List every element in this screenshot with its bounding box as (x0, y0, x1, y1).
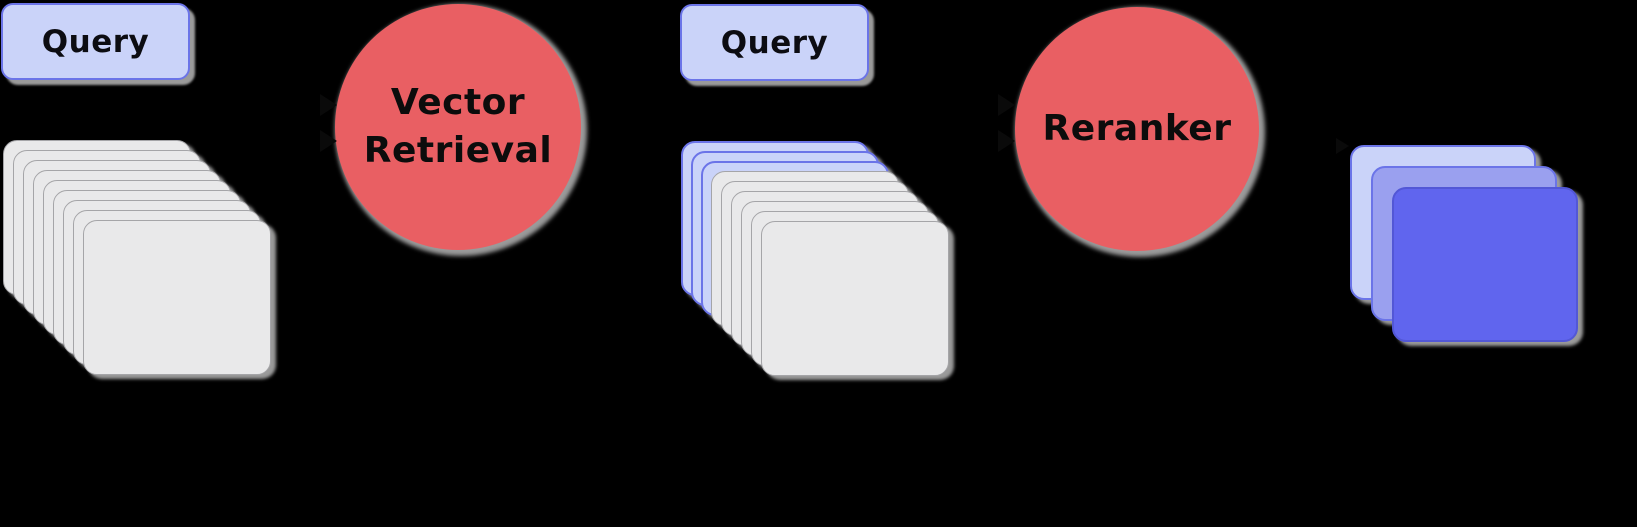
document-card (761, 221, 949, 376)
arrow-reranker-to-result-icon (1336, 138, 1349, 154)
vector-retrieval-node: Vector Retrieval (335, 4, 581, 250)
query-node-2: Query (680, 4, 869, 81)
reranker-label: Reranker (1042, 108, 1232, 150)
arrow-retrieved-to-reranker-icon (998, 130, 1015, 152)
arrow-query2-to-reranker-icon (998, 94, 1015, 116)
document-card (1392, 187, 1578, 342)
query-node-1: Query (1, 3, 190, 80)
arrow-corpus-to-retrieval-icon (320, 130, 337, 152)
vector-retrieval-label-line2: Retrieval (363, 130, 553, 171)
reranker-node: Reranker (1015, 7, 1259, 251)
document-card (83, 220, 271, 375)
arrow-query1-to-retrieval-icon (320, 94, 337, 116)
query-node-2-label: Query (720, 24, 829, 61)
query-node-1-label: Query (41, 23, 150, 60)
vector-retrieval-label-line1: Vector (390, 82, 526, 124)
